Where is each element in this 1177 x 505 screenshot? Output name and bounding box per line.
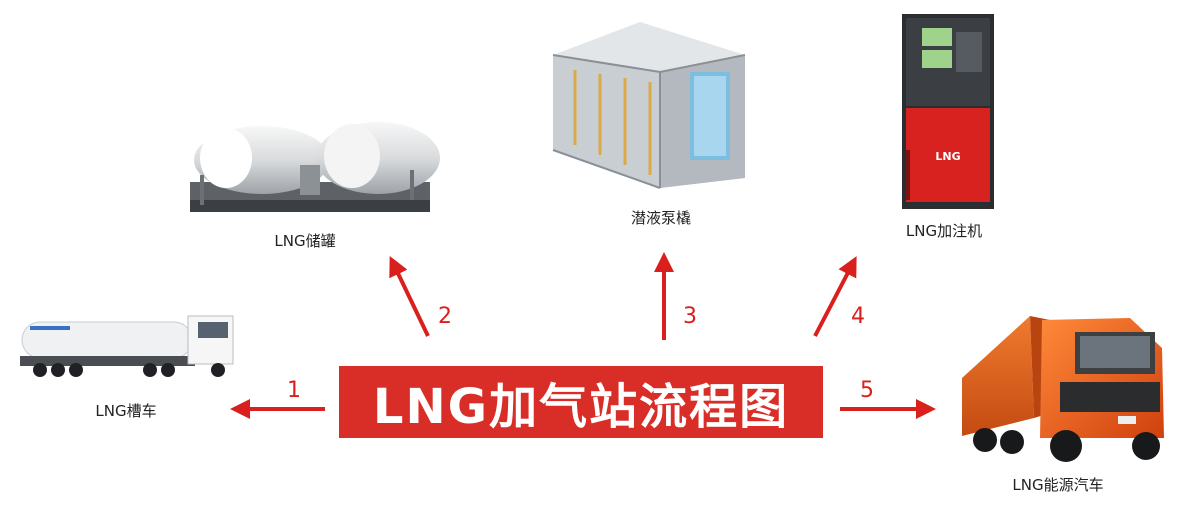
- dispenser-icon: LNG: [902, 14, 994, 209]
- arrow-step-4: [813, 256, 857, 337]
- arrow-step-2: [389, 255, 430, 337]
- storage-tanks-icon: [190, 122, 440, 212]
- step-number-2: 2: [438, 304, 452, 329]
- label-tanker-truck: LNG槽车: [95, 402, 157, 420]
- tanker-truck-icon: [20, 315, 234, 377]
- step-number-4: 4: [851, 304, 865, 329]
- truck-icon: [962, 316, 1164, 462]
- step-number-3: 3: [683, 304, 697, 329]
- dispenser-panel-text: LNG: [935, 150, 960, 163]
- title-banner: LNG加气站流程图: [339, 366, 823, 438]
- step-number-5: 5: [860, 378, 874, 403]
- label-pump-skid: 潜液泵橇: [630, 209, 692, 227]
- step-number-1: 1: [287, 378, 301, 403]
- label-vehicle: LNG能源汽车: [1012, 476, 1104, 494]
- diagram-title: LNG加气站流程图: [372, 379, 790, 435]
- flow-arrows: [230, 252, 936, 419]
- pump-skid-icon: [552, 22, 746, 189]
- label-dispenser: LNG加注机: [905, 222, 983, 240]
- label-storage-tank: LNG储罐: [274, 232, 336, 250]
